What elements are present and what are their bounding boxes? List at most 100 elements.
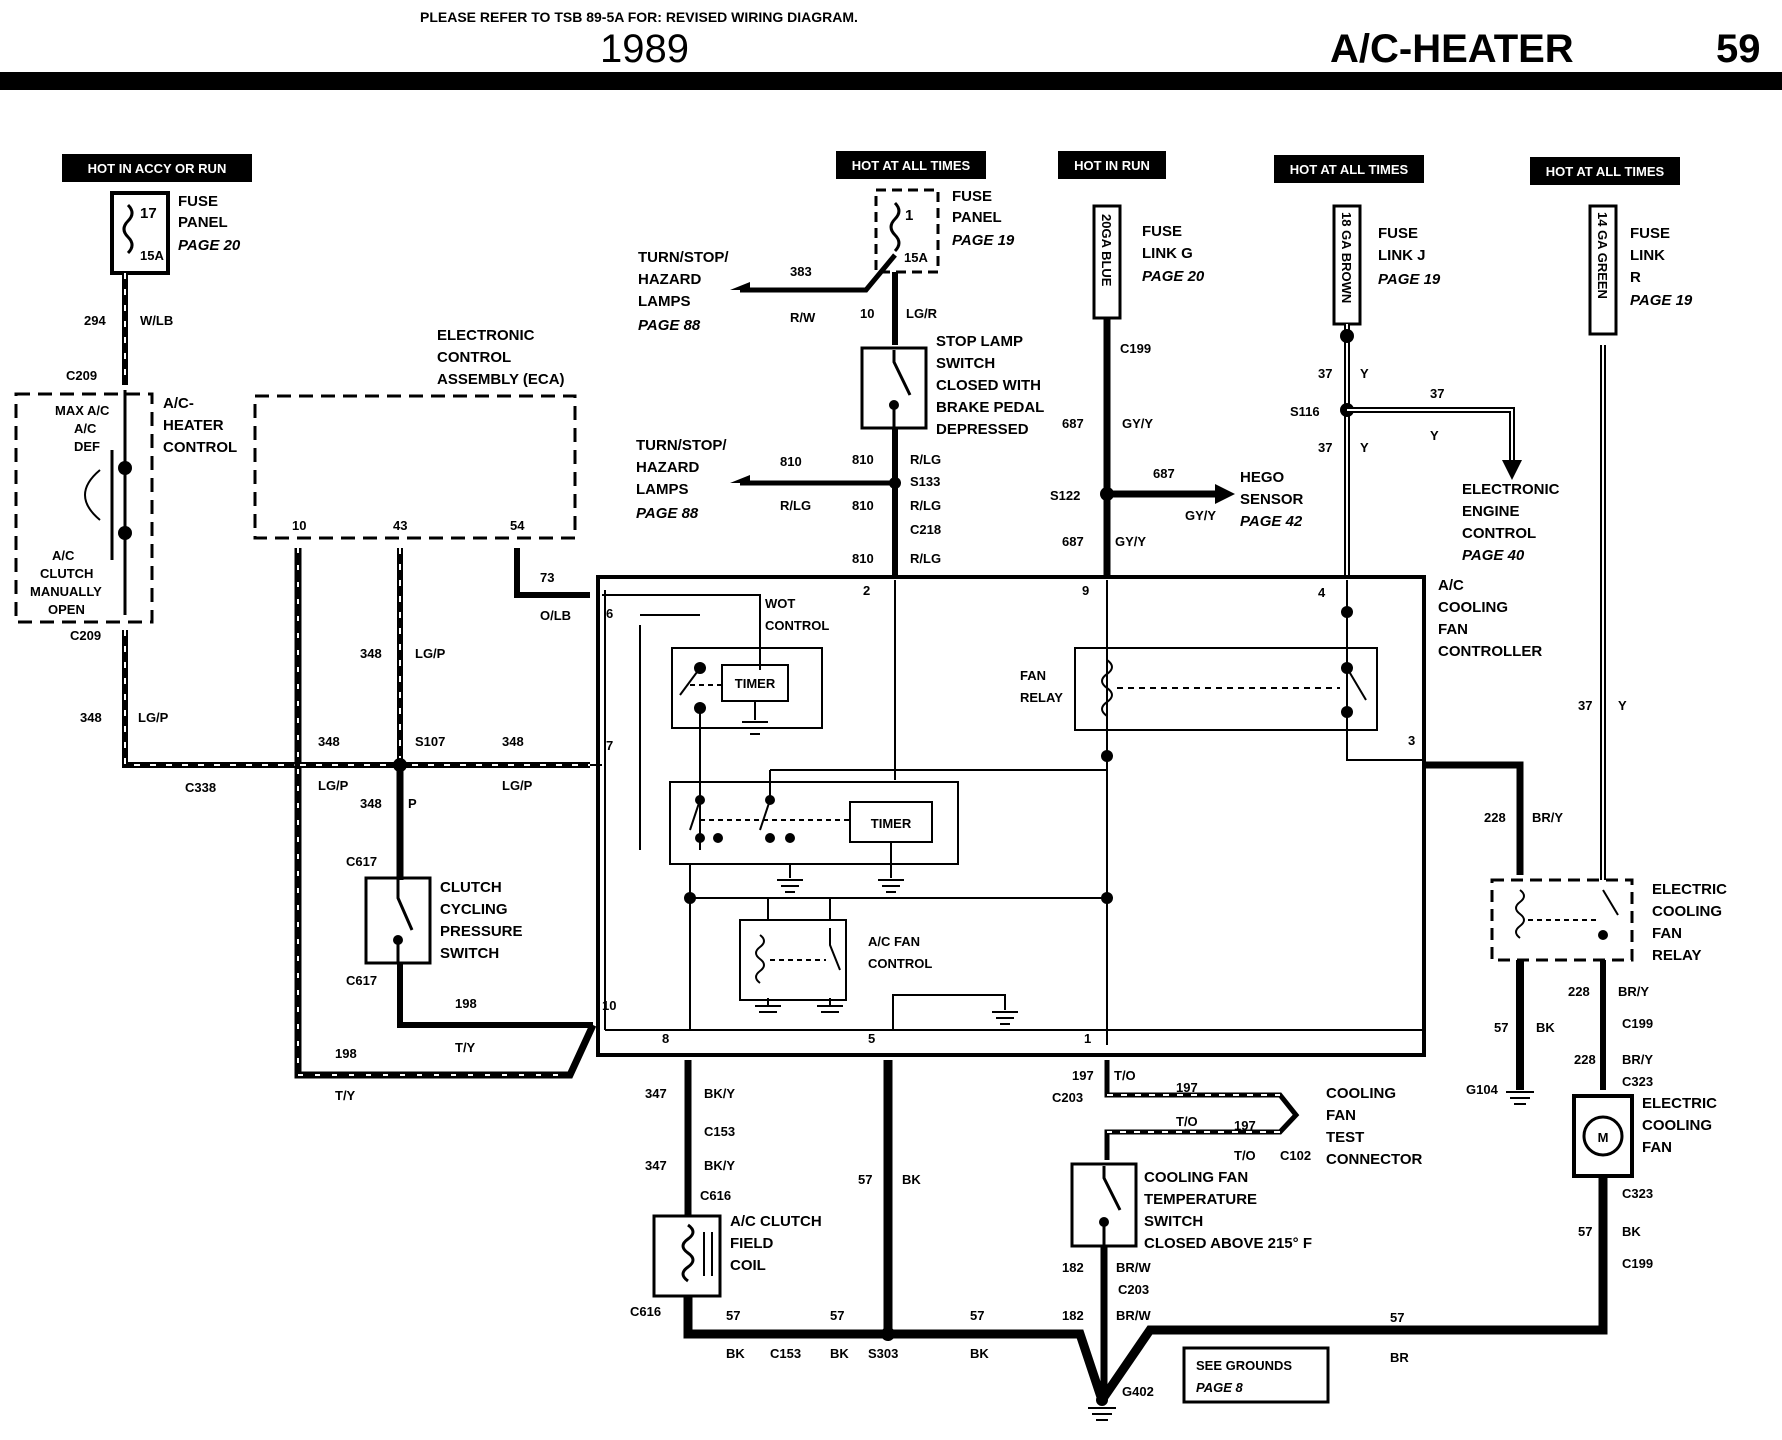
header-rule <box>0 72 1782 90</box>
wire-197-b-color: T/O <box>1176 1114 1198 1129</box>
svg-text:FUSE: FUSE <box>1142 223 1182 240</box>
electric-cooling-fan: M ELECTRIC COOLING FAN <box>1572 1094 1717 1178</box>
svg-text:SWITCH: SWITCH <box>936 355 995 372</box>
ground-g104: G104 <box>1466 1082 1499 1097</box>
svg-text:CONTROL: CONTROL <box>1462 525 1536 542</box>
svg-text:A/C-: A/C- <box>163 395 194 412</box>
fuse-link-r: 14 GA GREEN FUSE LINK R PAGE 19 <box>1588 204 1693 336</box>
svg-text:1: 1 <box>905 207 913 224</box>
connector-c323-top: C323 <box>1622 1074 1653 1089</box>
svg-text:ELECTRIC: ELECTRIC <box>1652 881 1727 898</box>
hego-sensor: HEGO SENSOR PAGE 42 <box>1240 469 1304 530</box>
connector-c209-top: C209 <box>66 368 97 383</box>
tsb-note: PLEASE REFER TO TSB 89-5A FOR: REVISED W… <box>420 9 858 25</box>
svg-text:HOT AT ALL TIMES: HOT AT ALL TIMES <box>1546 164 1665 179</box>
internal-wire-73 <box>602 594 761 670</box>
power-label-hot-all-1: HOT AT ALL TIMES <box>836 151 986 179</box>
splice-s303-label: S303 <box>868 1346 898 1361</box>
svg-text:FAN: FAN <box>1438 621 1468 638</box>
wire-810-c-color: R/LG <box>910 498 941 513</box>
svg-text:SWITCH: SWITCH <box>440 945 499 962</box>
ac-heater-control: A/C- HEATER CONTROL MAX A/C A/C DEF A/C … <box>14 390 237 624</box>
wire-197-c-color: T/O <box>1234 1148 1256 1163</box>
splice-s122-label: S122 <box>1050 488 1080 503</box>
cooling-fan-test-connector: COOLING FAN TEST CONNECTOR <box>1326 1085 1423 1168</box>
wire-348-d: 348 <box>502 734 524 749</box>
splice-s116-label: S116 <box>1290 404 1320 419</box>
turn-stop-hazard-lamps-2: TURN/STOP/ HAZARD LAMPS PAGE 88 <box>636 437 727 522</box>
electronic-control-assembly: ELECTRONIC CONTROL ASSEMBLY (ECA) 10 43 … <box>253 327 577 540</box>
svg-text:DEPRESSED: DEPRESSED <box>936 421 1029 438</box>
connector-c199-bottom: C199 <box>1622 1256 1653 1271</box>
svg-text:14 GA GREEN: 14 GA GREEN <box>1595 212 1610 299</box>
wire-687-a-color: GY/Y <box>1122 416 1153 431</box>
wire-37-d-color: Y <box>1618 698 1627 713</box>
svg-text:DEF: DEF <box>74 439 100 454</box>
wire-197-c: 197 <box>1234 1118 1256 1133</box>
clutch-cycling-pressure-switch: CLUTCH CYCLING PRESSURE SWITCH <box>364 876 523 965</box>
svg-text:PAGE 20: PAGE 20 <box>178 237 241 254</box>
svg-text:1: 1 <box>1084 1031 1091 1046</box>
svg-text:ELECTRIC: ELECTRIC <box>1642 1095 1717 1112</box>
fuse-link-g: 20GA BLUE FUSE LINK G PAGE 20 <box>1092 204 1205 320</box>
fuse-link-j: 18 GA BROWN FUSE LINK J PAGE 19 <box>1332 204 1441 326</box>
svg-text:WOT: WOT <box>765 596 795 611</box>
wire-687-c-color: GY/Y <box>1115 534 1146 549</box>
connector-c209-bottom: C209 <box>70 628 101 643</box>
stop-lamp-switch: STOP LAMP SWITCH CLOSED WITH BRAKE PEDAL… <box>860 333 1044 438</box>
svg-text:PAGE 19: PAGE 19 <box>1630 292 1693 309</box>
svg-text:CONTROL: CONTROL <box>868 956 932 971</box>
svg-text:FAN: FAN <box>1652 925 1682 942</box>
wire-197-a: 197 <box>1072 1068 1094 1083</box>
connector-c218: C218 <box>910 522 941 537</box>
wire-347-a: 347 <box>645 1086 667 1101</box>
wire-57-e: 57 <box>1578 1224 1592 1239</box>
wire-37-c: 37 <box>1318 440 1332 455</box>
svg-text:FIELD: FIELD <box>730 1235 773 1252</box>
svg-text:LAMPS: LAMPS <box>638 293 691 310</box>
svg-text:CONTROL: CONTROL <box>437 349 511 366</box>
wire-57-fan <box>1098 1176 1608 1403</box>
connector-c203-bottom: C203 <box>1118 1282 1149 1297</box>
wire-228-b-color: BR/Y <box>1618 984 1649 999</box>
svg-text:PAGE 88: PAGE 88 <box>638 317 701 334</box>
svg-text:CLUTCH: CLUTCH <box>40 566 93 581</box>
wire-57-a: 57 <box>726 1308 740 1323</box>
svg-text:PANEL: PANEL <box>952 209 1002 226</box>
wire-57-f: 57 <box>1494 1020 1508 1035</box>
svg-text:ASSEMBLY (ECA): ASSEMBLY (ECA) <box>437 371 565 388</box>
wire-810-b-color: R/LG <box>910 452 941 467</box>
svg-text:TEMPERATURE: TEMPERATURE <box>1144 1191 1257 1208</box>
wire-182-b-color: BR/W <box>1116 1308 1151 1323</box>
page-number: 59 <box>1716 27 1761 71</box>
wire-57-d-color: BK <box>902 1172 921 1187</box>
svg-text:HOT IN RUN: HOT IN RUN <box>1074 158 1150 173</box>
wire-57-b-color: BK <box>830 1346 849 1361</box>
svg-text:6: 6 <box>606 606 613 621</box>
power-label-hot-all-3: HOT AT ALL TIMES <box>1530 157 1680 185</box>
svg-text:CLOSED ABOVE 215° F: CLOSED ABOVE 215° F <box>1144 1235 1312 1252</box>
wire-294-color: W/LB <box>140 313 173 328</box>
wire-57-e-color: BK <box>1622 1224 1641 1239</box>
cooling-fan-temperature-switch: COOLING FAN TEMPERATURE SWITCH CLOSED AB… <box>1070 1162 1312 1252</box>
wire-57-d: 57 <box>858 1172 872 1187</box>
turn-stop-hazard-lamps-1: TURN/STOP/ HAZARD LAMPS PAGE 88 <box>638 249 729 334</box>
wire-57-b: 57 <box>830 1308 844 1323</box>
svg-text:CONTROL: CONTROL <box>765 618 829 633</box>
wire-294-label: 294 <box>84 313 106 328</box>
fuse-panel-1: 1 15A FUSE PANEL PAGE 19 <box>874 188 1015 274</box>
svg-text:TIMER: TIMER <box>871 816 912 831</box>
wire-182-b: 182 <box>1062 1308 1084 1323</box>
svg-text:COIL: COIL <box>730 1257 766 1274</box>
svg-text:FAN: FAN <box>1020 668 1046 683</box>
svg-text:BRAKE PEDAL: BRAKE PEDAL <box>936 399 1044 416</box>
svg-text:7: 7 <box>606 738 613 753</box>
svg-text:HOT IN ACCY OR RUN: HOT IN ACCY OR RUN <box>88 161 227 176</box>
svg-text:A/C: A/C <box>1438 577 1464 594</box>
splice-s133-label: S133 <box>910 474 940 489</box>
svg-text:PAGE 88: PAGE 88 <box>636 505 699 522</box>
svg-text:TURN/STOP/: TURN/STOP/ <box>638 249 729 266</box>
wire-228-a: 228 <box>1484 810 1506 825</box>
page-title: A/C-HEATER <box>1330 27 1574 71</box>
svg-text:ENGINE: ENGINE <box>1462 503 1520 520</box>
